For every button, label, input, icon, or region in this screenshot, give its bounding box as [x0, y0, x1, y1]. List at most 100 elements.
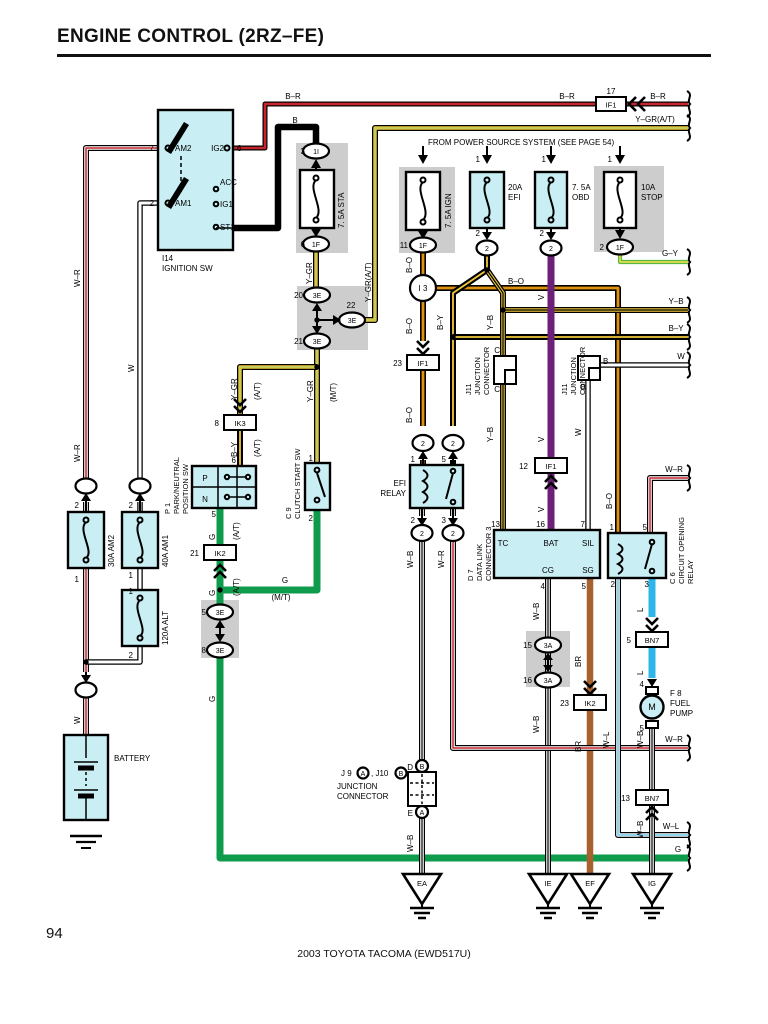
fuse-caption-efi: 20A — [508, 183, 523, 192]
ground-label: IE — [544, 879, 551, 888]
ignition-switch — [156, 108, 235, 252]
junction-caption: JUNCTION — [337, 782, 378, 791]
wire-label-l: L — [636, 607, 645, 612]
junction-connector-j11-c — [493, 355, 517, 385]
ign-name: IGNITION SW — [162, 264, 213, 273]
wire-label-wr: W–R — [665, 735, 683, 744]
fuse-am1 — [120, 510, 160, 570]
connector-id: 3A — [544, 643, 553, 650]
fuse-caption-stop: STOP — [641, 193, 663, 202]
pin-label: 1 — [129, 587, 134, 596]
junction-caption: , J10 — [371, 769, 389, 778]
pin-label: 1 — [75, 575, 80, 584]
fuel-pump-caption: FUEL — [670, 699, 691, 708]
fuse-caption-stop: 10A — [641, 183, 656, 192]
efi-relay — [408, 463, 465, 510]
wire-label-by: B–Y — [668, 324, 684, 333]
connector-id: IK3 — [234, 419, 245, 428]
ign-terminal: AM2 — [175, 144, 192, 153]
pin-label: 6 — [237, 144, 242, 153]
junction-pin: A — [420, 810, 425, 817]
wire-label-v: V — [537, 294, 546, 300]
connector-id: 2 — [451, 531, 455, 538]
pin-label: 2 — [476, 229, 481, 238]
wire-label-br: BR — [574, 741, 583, 752]
fuse-caption-am2: 30A AM2 — [107, 534, 116, 567]
wire-label-bo: B–O — [405, 318, 414, 334]
dlc-caption: D 7 DATA LINK CONNECTOR 3 — [466, 526, 493, 581]
pin-label: 1 — [237, 224, 242, 233]
fuel-pump — [639, 686, 665, 729]
connector-id: 3E — [348, 318, 357, 325]
wire-label-w: W — [574, 428, 583, 436]
wire-label-wl: W–L — [602, 731, 611, 748]
wire-label-mt: (M/T) — [271, 593, 290, 602]
pin-label: 5 — [212, 510, 217, 519]
pin-label: 23 — [393, 359, 402, 368]
wire-label-ygr: Y–GR — [305, 262, 314, 284]
footer-caption: 2003 TOYOTA TACOMA (EWD517U) — [297, 948, 471, 960]
wire-label-wb: W–B — [406, 551, 415, 568]
fuse-sta — [298, 168, 336, 230]
junction-pin: C — [494, 385, 500, 394]
pin-label: 2 — [309, 514, 314, 523]
junction-pin: D — [407, 763, 413, 772]
pin-label: 7 — [150, 144, 155, 153]
pin-label: 1 — [129, 571, 134, 580]
dlc-terminal: SG — [582, 566, 594, 575]
wire-label-g: G — [282, 576, 288, 585]
pin-label: 2 — [540, 229, 545, 238]
node-id-i3: I 3 — [419, 284, 428, 293]
dlc-terminal: BAT — [544, 539, 559, 548]
wire-label-wr: W–R — [665, 465, 683, 474]
wire-label-l: L — [636, 670, 645, 675]
connector-id: 1F — [616, 245, 624, 252]
junction-pin: C — [494, 346, 500, 355]
c6-caption: C 6 CIRCUIT OPENING RELAY — [668, 517, 695, 584]
pin-label: 6 — [301, 240, 306, 249]
flow-arrows — [81, 96, 659, 821]
relay-caption: EFI — [394, 479, 406, 488]
wire-label-at: (A/T) — [253, 382, 262, 400]
title-underline — [57, 54, 711, 57]
wire-label-ygr: Y–GR — [230, 378, 239, 400]
wire-label-v: V — [537, 506, 546, 512]
wire-label-wb: W–B — [532, 716, 541, 733]
pin-label: 1 — [309, 454, 314, 463]
j11-caption: J11 JUNCTION CONNECTOR — [560, 346, 587, 395]
j11-caption: J11 JUNCTION CONNECTOR — [464, 346, 491, 395]
wire-label-b: B — [292, 116, 297, 125]
wire-label-bo: B–O — [405, 407, 414, 423]
fuse-caption-efi: EFI — [508, 193, 520, 202]
junction-caption: J 9 — [341, 769, 352, 778]
pin-label: 23 — [560, 699, 569, 708]
pin-label: 1 — [476, 155, 481, 164]
wire-label-br: B–R — [559, 92, 575, 101]
wire-label-yb: Y–B — [668, 297, 683, 306]
connector-id: 2 — [549, 246, 553, 253]
fuel-pump-caption: PUMP — [670, 709, 693, 718]
wire-label-wb: W–B — [532, 603, 541, 620]
pin-label: 1 — [610, 523, 615, 532]
fuse-obd — [533, 170, 569, 230]
ground-label: EA — [417, 879, 427, 888]
fuse-caption-obd: OBD — [572, 193, 590, 202]
wire-label-wb: W–B — [406, 835, 415, 852]
pin-label: 8 — [202, 646, 207, 655]
wire-label-ygr-at: Y–GR(A/T) — [635, 115, 675, 124]
pin-label: 3 — [442, 516, 447, 525]
wire-label-w: W — [73, 716, 82, 724]
junction-caption: B — [399, 771, 404, 778]
connector-id: 2 — [420, 531, 424, 538]
wire-label-wr: W–R — [437, 550, 446, 568]
pin-label: 5 — [640, 724, 645, 733]
fuse-ign — [404, 170, 442, 232]
fuse-am2 — [66, 510, 106, 570]
labels: B–R B–R B–R 17 IF1 Y–GR(A/T) B FROM POWE… — [73, 87, 693, 888]
ground-label: IG — [648, 879, 656, 888]
wire-label-w: W — [127, 364, 136, 372]
switch-position-p: P — [202, 474, 207, 483]
fuse-caption-sta: 7. 5A STA — [337, 192, 346, 228]
pin-label: 21 — [294, 337, 303, 346]
